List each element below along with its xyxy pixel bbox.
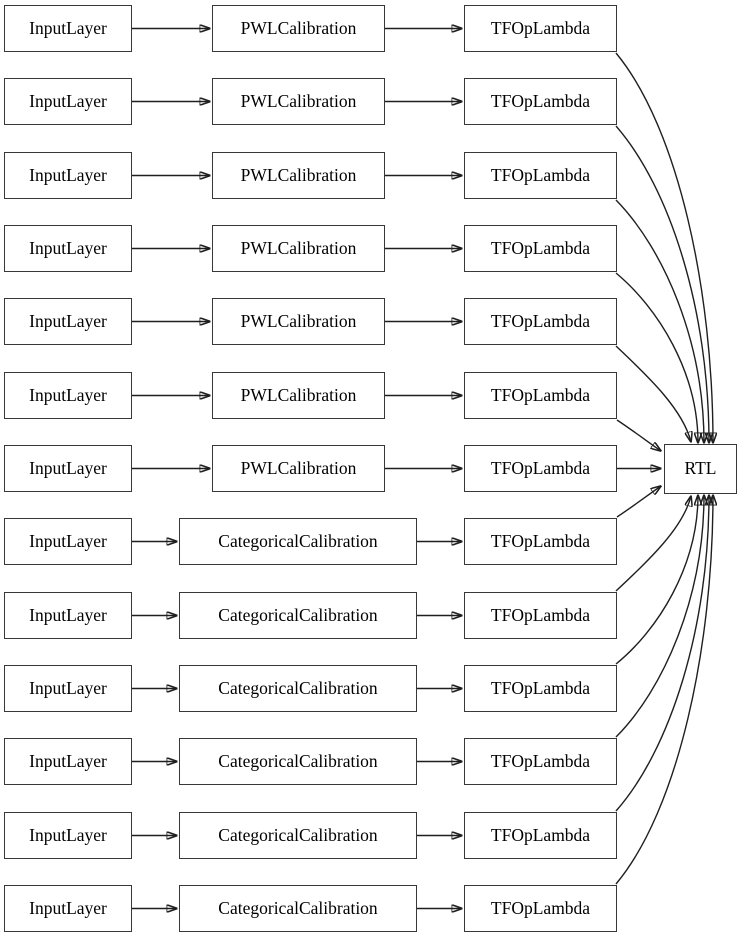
- node-tfop-lambda: TFOpLambda: [464, 5, 617, 52]
- node-tfop-lambda: TFOpLambda: [464, 225, 617, 272]
- node-tfop-lambda: TFOpLambda: [464, 78, 617, 125]
- node-tfop-lambda: TFOpLambda: [464, 298, 617, 345]
- node-rtl: RTL: [664, 444, 737, 494]
- node-categorical-calibration: CategoricalCalibration: [179, 518, 417, 565]
- node-tfop-lambda: TFOpLambda: [464, 152, 617, 199]
- node-pwl-calibration: PWLCalibration: [212, 298, 385, 345]
- node-tfop-lambda: TFOpLambda: [464, 738, 617, 785]
- node-tfop-lambda: TFOpLambda: [464, 518, 617, 565]
- node-input-layer: InputLayer: [4, 78, 132, 125]
- node-categorical-calibration: CategoricalCalibration: [179, 812, 417, 859]
- node-input-layer: InputLayer: [4, 812, 132, 859]
- node-categorical-calibration: CategoricalCalibration: [179, 738, 417, 785]
- node-input-layer: InputLayer: [4, 5, 132, 52]
- node-input-layer: InputLayer: [4, 738, 132, 785]
- node-categorical-calibration: CategoricalCalibration: [179, 885, 417, 932]
- node-tfop-lambda: TFOpLambda: [464, 372, 617, 419]
- node-pwl-calibration: PWLCalibration: [212, 152, 385, 199]
- node-tfop-lambda: TFOpLambda: [464, 665, 617, 712]
- node-categorical-calibration: CategoricalCalibration: [179, 592, 417, 639]
- node-tfop-lambda: TFOpLambda: [464, 592, 617, 639]
- node-tfop-lambda: TFOpLambda: [464, 812, 617, 859]
- node-categorical-calibration: CategoricalCalibration: [179, 665, 417, 712]
- node-input-layer: InputLayer: [4, 885, 132, 932]
- node-input-layer: InputLayer: [4, 372, 132, 419]
- node-pwl-calibration: PWLCalibration: [212, 372, 385, 419]
- node-pwl-calibration: PWLCalibration: [212, 78, 385, 125]
- node-input-layer: InputLayer: [4, 665, 132, 712]
- node-input-layer: InputLayer: [4, 152, 132, 199]
- node-input-layer: InputLayer: [4, 445, 132, 492]
- node-tfop-lambda: TFOpLambda: [464, 445, 617, 492]
- node-input-layer: InputLayer: [4, 592, 132, 639]
- node-pwl-calibration: PWLCalibration: [212, 5, 385, 52]
- node-pwl-calibration: PWLCalibration: [212, 445, 385, 492]
- node-pwl-calibration: PWLCalibration: [212, 225, 385, 272]
- node-tfop-lambda: TFOpLambda: [464, 885, 617, 932]
- node-input-layer: InputLayer: [4, 518, 132, 565]
- node-input-layer: InputLayer: [4, 225, 132, 272]
- node-input-layer: InputLayer: [4, 298, 132, 345]
